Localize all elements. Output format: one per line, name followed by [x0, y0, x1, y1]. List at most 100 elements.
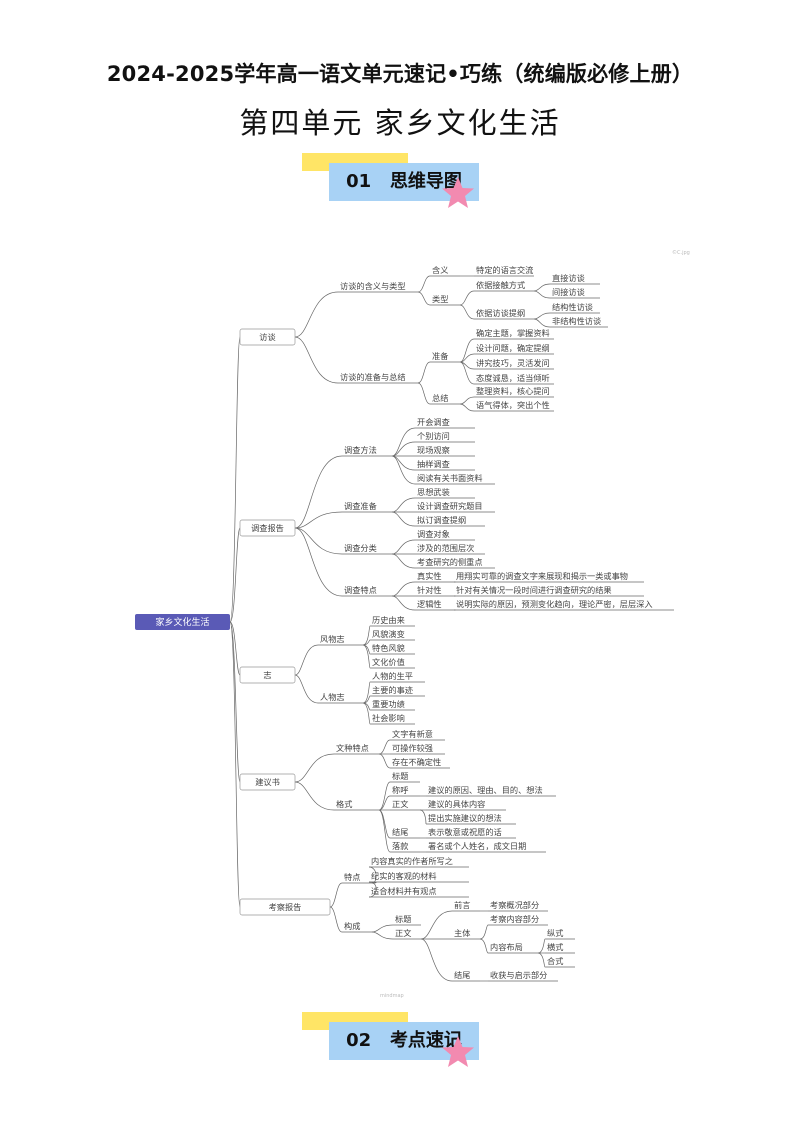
map-node-label: 整理资料，核心提问: [476, 386, 550, 396]
branch-node-label: 考察报告: [269, 902, 302, 912]
connector-line: [229, 621, 241, 783]
connector-line: [294, 674, 319, 704]
map-node-label: 准备: [432, 351, 448, 361]
branch-node-box: [239, 519, 296, 537]
map-node-label: 主体: [454, 928, 470, 938]
map-node-label: 人物志: [320, 692, 345, 702]
map-node-label: 横式: [547, 942, 563, 952]
connector-line: [378, 753, 391, 769]
map-node-label: 内容真实的作者所写之: [371, 856, 453, 866]
map-node-label: 含义: [432, 265, 448, 275]
section-label: 02 考点速记: [329, 1022, 479, 1060]
document-title: 2024-2025学年高一语文单元速记•巧练（统编版必修上册）: [106, 62, 694, 86]
connector-line: [459, 353, 475, 363]
connector-line: [362, 702, 371, 725]
connector-line: [229, 621, 241, 676]
map-node-label: 文化价值: [372, 657, 405, 667]
connector-line: [294, 291, 339, 338]
connector-line: [371, 931, 394, 940]
root-node-label: 家乡文化生活: [155, 616, 209, 628]
connector-line: [459, 304, 475, 320]
map-node-label: 合式: [547, 956, 563, 966]
map-node-label: 构成: [344, 921, 360, 931]
connector-line: [391, 497, 416, 513]
connector-line: [391, 511, 416, 527]
branch-node-label: 建议书: [255, 777, 280, 787]
map-node-label: 设计问题，确定提纲: [476, 343, 550, 353]
map-node-label: 建议的原因、理由、目的、想法: [428, 785, 543, 795]
map-node-label: 特点: [344, 872, 360, 882]
map-node-label: 针对有关情况一段时间进行调查研究的结果: [456, 585, 612, 595]
connector-line: [294, 753, 335, 783]
map-node-label: 确定主题，掌握资料: [476, 328, 550, 338]
map-node-label: 阅读有关书面资料: [417, 473, 483, 483]
connector-line: [229, 527, 241, 623]
connector-line: [459, 338, 475, 363]
connector-line: [229, 621, 241, 908]
connector-line: [368, 866, 377, 884]
section-number: 02: [346, 1030, 372, 1051]
connector-line: [537, 938, 546, 954]
map-node-label: 调查对象: [417, 529, 450, 539]
map-node-label: 拟订调查提纲: [417, 515, 466, 525]
section-title: 考点速记: [389, 1030, 462, 1051]
connector-line: [479, 938, 489, 954]
map-node-label: 调查准备: [344, 501, 377, 511]
map-node-label: 纵式: [547, 928, 563, 938]
star-icon: [442, 1036, 474, 1067]
map-node-label: 存在不确定性: [392, 757, 441, 767]
connector-line: [294, 455, 343, 529]
map-node-label: 类型: [432, 294, 448, 304]
map-node-label: 风貌演变: [372, 629, 405, 639]
map-node-label: 适合材料并有观点: [371, 886, 437, 896]
unit-title: 第四单元 家乡文化生活: [239, 106, 561, 140]
connector-line: [459, 290, 475, 306]
connector-line: [362, 639, 371, 646]
map-node-label: 前言: [454, 900, 470, 910]
connector-line: [391, 595, 416, 611]
map-node-label: 个别访问: [417, 431, 450, 441]
connector-line: [362, 625, 371, 646]
branch-node-label: 调查报告: [251, 523, 284, 533]
map-node-label: 依据访谈提纲: [476, 308, 525, 318]
map-node-label: 态度诚恳，适当倾听: [476, 373, 550, 383]
section-number: 01: [346, 171, 372, 192]
map-node-label: 正文: [392, 799, 408, 809]
map-node-label: 称呼: [392, 785, 408, 795]
connector-line: [391, 553, 416, 569]
root-node-box: [135, 614, 230, 630]
map-node-label: 直接访谈: [552, 273, 585, 283]
connector-line: [420, 910, 453, 940]
connector-line: [294, 527, 343, 555]
connector-line: [533, 318, 551, 328]
connector-line: [378, 809, 391, 839]
map-node-label: 针对性: [417, 585, 442, 595]
connector-line: [417, 361, 431, 384]
map-node-label: 语气得体，突出个性: [476, 400, 550, 410]
map-node-label: 文种特点: [336, 743, 369, 753]
map-node-label: 抽样调查: [417, 459, 450, 469]
map-node-label: 考查研究的侧重点: [417, 557, 483, 567]
map-node-label: 格式: [336, 799, 352, 809]
mind-map-nodes: 家乡文化生活访谈访谈的含义与类型含义特定的语言交流类型依据接触方式直接访谈间接访…: [135, 265, 653, 980]
map-node-label: 现场观察: [417, 445, 450, 455]
section-badge-mindmap: 01 思维导图: [302, 153, 502, 228]
map-node-label: 访谈的含义与类型: [340, 281, 406, 291]
map-node-label: 特色风貌: [372, 643, 405, 653]
connector-line: [419, 809, 427, 825]
connector-line: [362, 681, 371, 704]
branch-node-box: [239, 773, 296, 791]
connector-line: [294, 644, 319, 676]
map-node-label: 考察内容部分: [490, 914, 539, 924]
branch-node-box: [239, 328, 296, 346]
connector-line: [378, 795, 391, 811]
connector-line: [391, 441, 416, 457]
map-node-label: 正文: [395, 928, 411, 938]
map-node-label: 真实性: [417, 571, 442, 581]
map-node-label: 设计调查研究题目: [417, 501, 483, 511]
connector-line: [420, 938, 453, 982]
map-node-label: 说明实际的原因，预测变化趋向，理论严密，层层深入: [456, 599, 653, 609]
map-node-label: 纪实的客观的材料: [371, 871, 437, 881]
connector-line: [294, 511, 343, 529]
map-node-label: 署名或个人姓名，成文日期: [428, 841, 526, 851]
